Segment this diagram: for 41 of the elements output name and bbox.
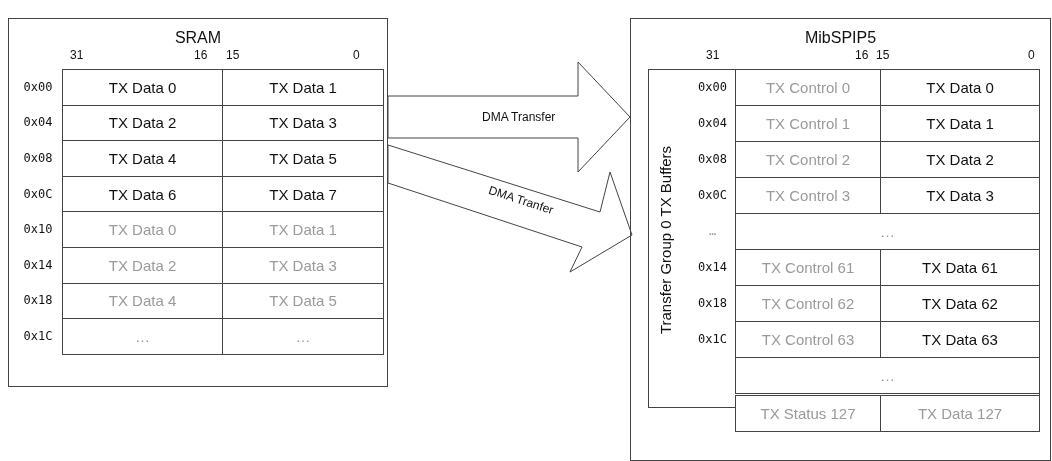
address-label: 0x18 xyxy=(697,295,728,312)
block-arrow xyxy=(387,61,631,173)
address-label: 0x08 xyxy=(22,150,54,167)
address-label: 0x00 xyxy=(697,79,728,96)
memory-block-box xyxy=(630,18,1051,461)
block-title: MibSPIP5 xyxy=(804,29,877,47)
address-label: 0x00 xyxy=(22,78,54,96)
address-label: 0x1C xyxy=(22,328,54,345)
address-label: 0x14 xyxy=(22,256,54,274)
bit-number: 15 xyxy=(876,48,890,62)
address-label: 0x1C xyxy=(697,331,728,348)
memory-block-box xyxy=(8,18,388,387)
memory-word: TX Data 1 xyxy=(222,69,384,106)
bit-number: 0 xyxy=(353,48,360,62)
address-label: 0x04 xyxy=(22,114,54,132)
address-label: 0x0C xyxy=(22,185,54,203)
bit-number: 16 xyxy=(194,48,208,62)
memory-word: … xyxy=(735,357,1040,394)
address-label: 0x04 xyxy=(697,115,728,132)
memory-word: TX Data 127 xyxy=(880,395,1040,432)
bit-number: 0 xyxy=(1028,48,1035,62)
group-title: Transfer Group 0 TX Buffers xyxy=(656,145,674,334)
memory-word: TX Status 127 xyxy=(735,395,881,432)
memory-word: … xyxy=(222,318,384,355)
memory-word: TX Data 0 xyxy=(62,69,223,106)
edge-label: DMA Tranfer xyxy=(486,182,556,218)
address-label: 0x10 xyxy=(22,221,54,239)
memory-word: … xyxy=(62,318,223,355)
buffer-group-box xyxy=(648,69,1040,408)
address-label: 0x14 xyxy=(697,259,728,276)
bit-number: 31 xyxy=(706,48,720,62)
address-label: 0x08 xyxy=(697,151,728,168)
edge-label: DMA Transfer xyxy=(482,110,556,124)
block-title: SRAM xyxy=(174,29,222,47)
bit-number: 16 xyxy=(855,48,869,62)
address-label: 0x18 xyxy=(22,292,54,310)
bit-number: 15 xyxy=(226,48,240,62)
bit-number: 31 xyxy=(70,48,84,62)
block-arrow xyxy=(387,144,633,273)
address-label: 0x0C xyxy=(697,187,728,204)
address-label: … xyxy=(707,223,718,240)
